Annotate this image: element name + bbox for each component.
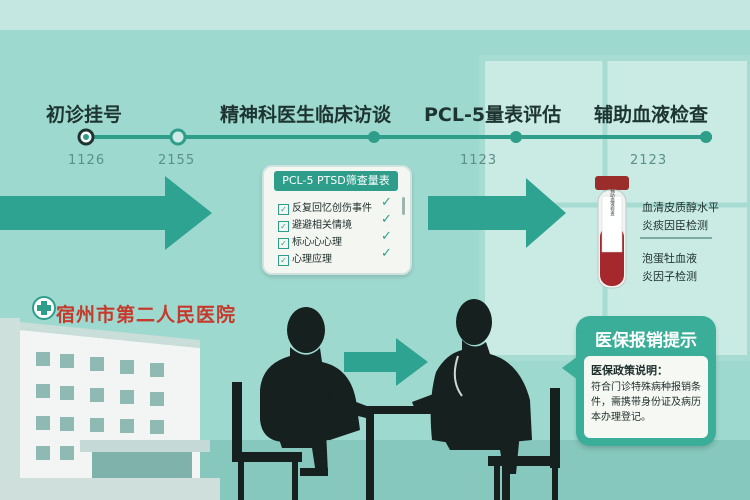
hospital-building [0, 296, 220, 500]
insurance-body: 符合门诊特殊病种报销条件，需携带身份证及病历本办理登记。 [591, 382, 701, 423]
timeline-node-4 [510, 131, 522, 143]
flow-arrow-1 [0, 176, 212, 250]
flow-arrow-2 [428, 178, 566, 248]
insurance-subtitle: 医保政策说明： [591, 364, 668, 377]
blood-test-item: 炎痰因臣检测 [642, 219, 708, 232]
blood-test-item: 炎因子检测 [642, 270, 697, 283]
pcl5-card: PCL-5 PTSD筛查量表 ✓反复回忆创伤事件 ✓避避相关情境 ✓标心心心理 … [262, 165, 412, 275]
step-number-4: 2123 [630, 153, 668, 168]
scrollbar [402, 197, 405, 215]
step-number-2: 2155 [158, 153, 196, 168]
timeline-node-3 [368, 131, 380, 143]
check-icon: ✓ [381, 229, 392, 244]
pcl5-item: ✓反复回忆创伤事件 [278, 199, 372, 215]
callout-pointer [562, 356, 578, 380]
pcl5-item: ✓标心心心理 [278, 233, 342, 249]
check-icon: ✓ [381, 246, 392, 261]
checkbox-icon: ✓ [278, 238, 289, 249]
step-number-3: 1123 [460, 153, 498, 168]
checkbox-icon: ✓ [278, 221, 289, 232]
blood-test-item: 泡蛋牡血液 [642, 252, 697, 265]
step-label-clinical-interview: 精神科医生临床访谈 [220, 104, 392, 126]
pcl5-item: ✓避避相关情境 [278, 216, 352, 232]
blood-tube-icon: 辅助血液检查 [595, 176, 629, 289]
check-icon: ✓ [381, 212, 392, 227]
hospital-name-sign: 宿州市第二人民医院 [56, 304, 237, 326]
insurance-tip-box: 医保报销提示 医保政策说明： 符合门诊特殊病种报销条件，需携带身份证及病历本办理… [562, 316, 716, 446]
checkbox-icon: ✓ [278, 204, 289, 215]
step-label-registration: 初诊挂号 [46, 104, 123, 126]
timeline-node-5 [700, 131, 712, 143]
pcl5-item: ✓心理应理 [278, 250, 332, 266]
check-icon: ✓ [381, 195, 392, 210]
step-label-pcl5: PCL-5量表评估 [424, 104, 562, 126]
timeline-node-2 [169, 128, 187, 146]
flow-arrow-3 [344, 338, 428, 386]
patient-silhouette [232, 307, 372, 500]
insurance-title: 医保报销提示 [595, 331, 697, 351]
blood-test-item: 血清皮质醇水平 [642, 201, 719, 214]
step-label-blood-test: 辅助血液检查 [594, 104, 709, 126]
step-number-1: 1126 [68, 153, 106, 168]
svg-text:辅助血液检查: 辅助血液检查 [610, 187, 615, 217]
pcl5-card-title: PCL-5 PTSD筛查量表 [274, 171, 398, 191]
checkbox-icon: ✓ [278, 255, 289, 266]
insurance-panel: 医保政策说明： 符合门诊特殊病种报销条件，需携带身份证及病历本办理登记。 [584, 356, 708, 438]
